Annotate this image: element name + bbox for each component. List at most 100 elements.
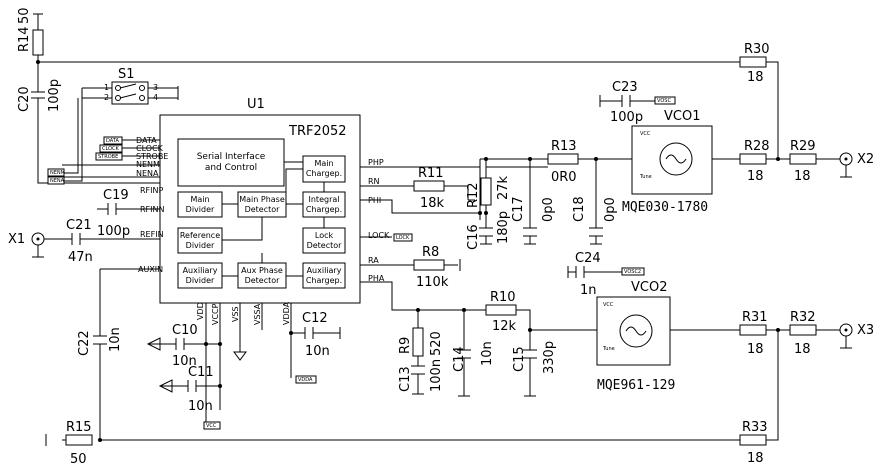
capacitor-c12 — [304, 327, 314, 339]
vco1-tune-pin: Tune — [639, 174, 652, 180]
resistor-r31 — [739, 324, 767, 336]
vco1-vcc-pin: VCC — [640, 131, 651, 137]
connector-x3: X3 — [839, 323, 874, 349]
resistor-r9 — [412, 327, 424, 357]
s1-pin3: 3 — [153, 83, 158, 92]
r10-ref: R10 — [490, 290, 516, 305]
block-ref-l1: Reference — [180, 231, 220, 240]
block-aux-chargep-l1: Auxiliary — [307, 266, 342, 275]
c17-ref: C17 — [511, 196, 526, 222]
block-main-divider-l2: Divider — [186, 205, 215, 214]
vco2-vcc-pin: VCC — [603, 302, 614, 308]
c14-value: 10n — [480, 341, 495, 366]
c16-value: 180p — [496, 211, 511, 244]
c23-ref: C23 — [612, 80, 638, 95]
r12-value: 27k — [496, 175, 511, 200]
c11-ref: C11 — [188, 365, 214, 380]
vco1: VCO1 MQE030-1780 VCC Tune — [622, 109, 713, 215]
block-integral-chargep — [302, 191, 346, 218]
resistor-r10 — [485, 304, 517, 316]
vco2-tune-pin: Tune — [602, 346, 615, 352]
c19-value: 100p — [97, 224, 130, 239]
r33-value: 18 — [747, 451, 764, 466]
block-aux-div-l2: Divider — [186, 276, 215, 285]
c17-value: 0p0 — [541, 197, 556, 222]
capacitor-c11 — [187, 380, 197, 392]
resistor-r29 — [789, 153, 817, 165]
r32-ref: R32 — [790, 310, 816, 325]
x3-label: X3 — [857, 323, 874, 338]
pin-data: DATA — [136, 136, 157, 145]
c10-value: 10n — [172, 354, 197, 369]
block-main-chargep-l1: Main — [314, 159, 333, 168]
x1-label: X1 — [8, 232, 25, 247]
pin-vdd: VDD — [196, 302, 205, 320]
junction-dots — [36, 60, 780, 442]
capacitor-c10 — [175, 338, 185, 350]
block-main-divider-l1: Main — [190, 195, 209, 204]
resistor-r30 — [739, 56, 767, 68]
s1-pin2: 2 — [104, 93, 109, 102]
c23-value: 100p — [610, 110, 643, 125]
pin-auxin: AUXIN — [138, 265, 163, 274]
c21-value: 47n — [68, 250, 93, 265]
ground-c10 — [146, 337, 161, 351]
capacitor-c14 — [457, 349, 471, 359]
pin-nena: NENA — [136, 169, 159, 178]
c14-ref: C14 — [452, 346, 467, 372]
s1-pin4: 4 — [153, 93, 158, 102]
block-aux-phase-l2: Detector — [245, 276, 281, 285]
c22-value: 10n — [108, 327, 123, 352]
r11-ref: R11 — [418, 166, 444, 181]
capacitor-c24 — [575, 266, 585, 278]
c16-ref: C16 — [466, 224, 481, 250]
capacitor-c18 — [589, 227, 603, 237]
r8-ref: R8 — [422, 245, 439, 260]
block-main-phase-l1: Main Phase — [239, 195, 285, 204]
r15-ref: R15 — [66, 420, 92, 435]
r31-ref: R31 — [742, 310, 768, 325]
block-lock-l2: Detector — [307, 241, 343, 250]
s1-pin1: 1 — [104, 83, 109, 92]
tag-strobe: STROBE — [98, 154, 118, 160]
tag-nenm: NENM — [50, 170, 65, 176]
r28-value: 18 — [747, 169, 764, 184]
block-aux-div-l1: Auxiliary — [183, 266, 218, 275]
pin-rfinn: RFINN — [140, 205, 165, 214]
c20-ref: C20 — [17, 86, 32, 112]
pin-clock: CLOCK — [136, 144, 164, 153]
pin-ra: RA — [368, 256, 379, 265]
block-aux-chargep-l2: Chargep. — [306, 276, 342, 285]
resistor-r11 — [413, 180, 445, 192]
r29-value: 18 — [794, 169, 811, 184]
c20-value: 100p — [47, 79, 62, 112]
capacitor-c21 — [71, 233, 81, 245]
resistor-r12 — [480, 177, 492, 206]
capacitor-c16 — [479, 227, 493, 237]
connectors: X1 X2 X3 — [8, 152, 874, 349]
switch-s1: S1 1 2 3 4 — [104, 67, 158, 105]
r8-value: 110k — [416, 275, 449, 290]
connector-x2: X2 — [839, 152, 874, 178]
r14-ref: R14 — [17, 26, 32, 52]
block-aux-chargep — [302, 262, 346, 289]
c12-ref: C12 — [302, 311, 328, 326]
vco2: VCO2 MQE961-129 VCC Tune — [596, 280, 675, 393]
capacitor-c15 — [523, 349, 537, 359]
block-integral-l2: Chargep. — [306, 205, 342, 214]
tag-nena: NENA — [50, 178, 65, 184]
resistor-r14 — [32, 29, 44, 56]
tag-clock: CLOCK — [102, 146, 120, 152]
pin-vdda: VDDA — [282, 301, 291, 325]
r31-value: 18 — [747, 342, 764, 357]
vco1-ref: VCO1 — [664, 109, 700, 124]
block-main-phase-l2: Detector — [245, 205, 281, 214]
c18-ref: C18 — [572, 196, 587, 222]
tag-vcc: VCC — [206, 423, 217, 429]
r9-value: 520 — [429, 331, 444, 356]
pin-nenm: NENM — [136, 160, 160, 169]
c15-ref: C15 — [512, 346, 527, 372]
capacitor-c22 — [93, 335, 107, 345]
u1-chip: U1 TRF2052 Serial Interface and Control … — [136, 97, 390, 325]
